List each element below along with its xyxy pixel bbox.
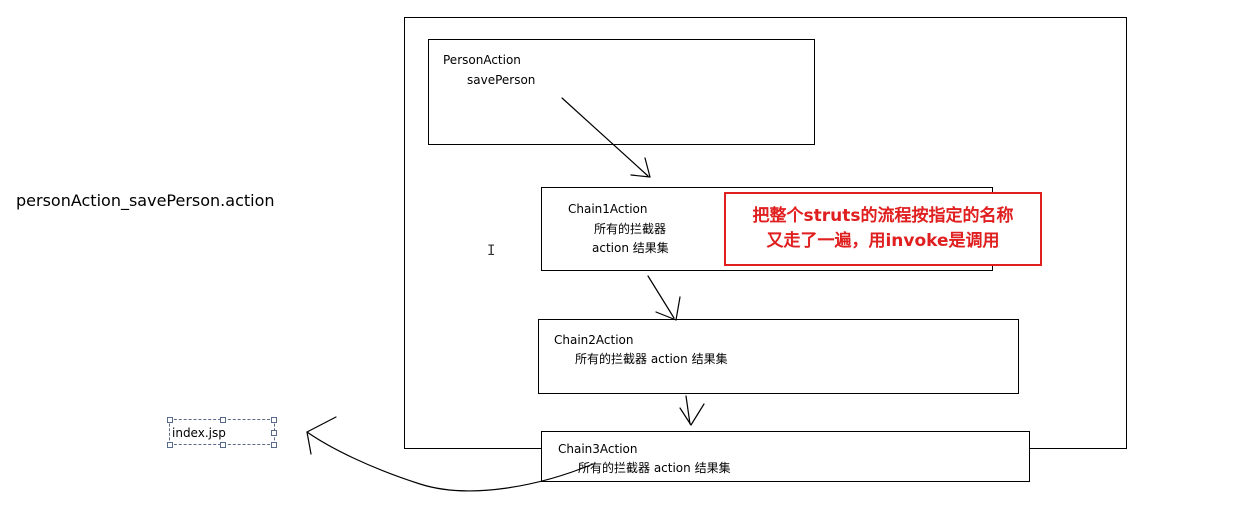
url-label: personAction_savePerson.action bbox=[16, 191, 275, 210]
resize-handle[interactable] bbox=[220, 442, 226, 448]
text-cursor-icon: I bbox=[487, 243, 496, 259]
person-action-method: savePerson bbox=[467, 73, 536, 87]
resize-handle[interactable] bbox=[167, 442, 173, 448]
resize-handle[interactable] bbox=[167, 417, 173, 423]
resize-handle[interactable] bbox=[271, 442, 277, 448]
chain2-details: 所有的拦截器 action 结果集 bbox=[575, 352, 728, 366]
person-action-title: PersonAction bbox=[443, 53, 521, 67]
chain3-title: Chain3Action bbox=[558, 442, 638, 456]
chain2-title: Chain2Action bbox=[554, 333, 634, 347]
chain1-action-result: action 结果集 bbox=[592, 241, 669, 255]
resize-handle[interactable] bbox=[271, 430, 277, 436]
chain1-title: Chain1Action bbox=[568, 202, 648, 216]
arrow-head bbox=[306, 416, 337, 455]
person-action-box: PersonAction savePerson bbox=[428, 39, 815, 145]
resize-handle[interactable] bbox=[271, 417, 277, 423]
chain1-interceptors: 所有的拦截器 bbox=[594, 222, 667, 236]
chain2-action-box: Chain2Action 所有的拦截器 action 结果集 bbox=[538, 319, 1019, 394]
resize-handle[interactable] bbox=[220, 417, 226, 423]
note-line-2: 又走了一遍，用invoke是调用 bbox=[766, 231, 1000, 251]
file-label: index.jsp bbox=[172, 426, 226, 440]
note-line-1: 把整个struts的流程按指定的名称 bbox=[752, 206, 1014, 226]
chain3-action-box: Chain3Action 所有的拦截器 action 结果集 bbox=[541, 431, 1030, 482]
explanation-note: 把整个struts的流程按指定的名称 又走了一遍，用invoke是调用 bbox=[724, 192, 1042, 266]
chain3-details: 所有的拦截器 action 结果集 bbox=[578, 461, 731, 475]
